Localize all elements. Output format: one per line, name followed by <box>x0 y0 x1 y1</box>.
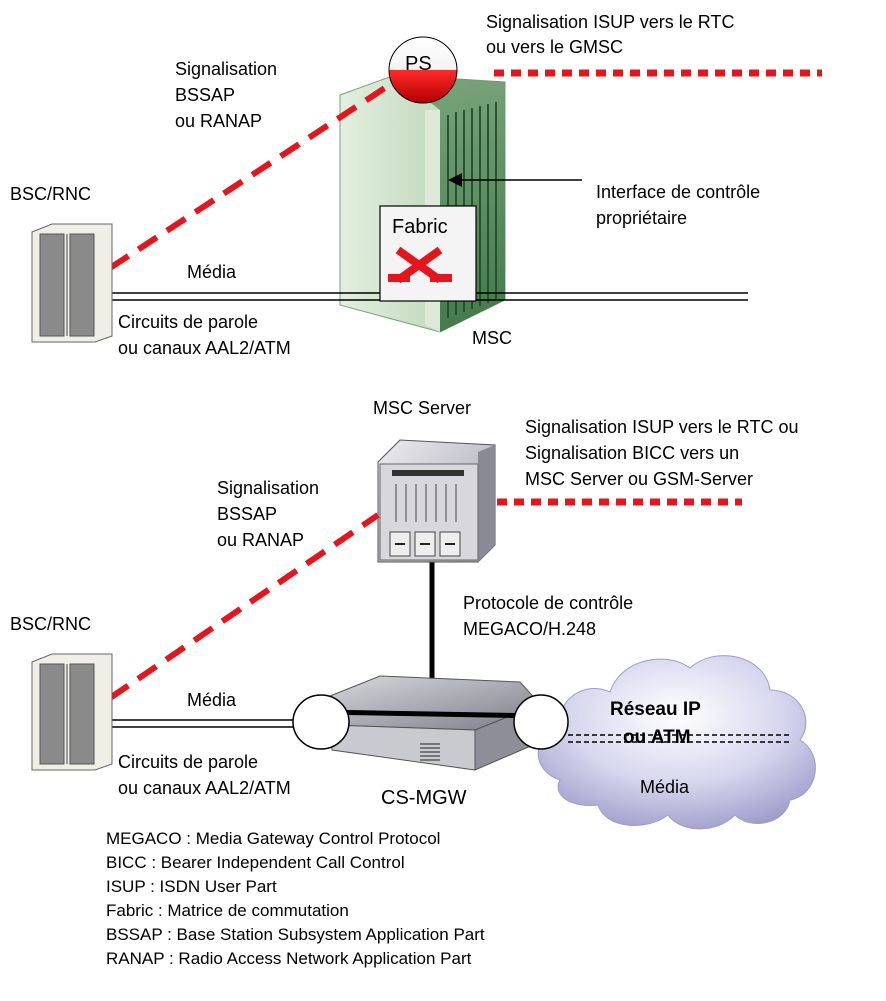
interface-arrow <box>448 173 582 187</box>
bottom-sig-right-2: Signalisation BICC vers un <box>525 443 739 463</box>
legend-item: BICC : Bearer Independent Call Control <box>106 853 405 872</box>
msc-server <box>377 439 496 563</box>
mgw-label: CS-MGW <box>381 787 467 809</box>
top-sig-label-3: ou RANAP <box>175 111 262 131</box>
bottom-sig-label-2: BSSAP <box>217 504 277 524</box>
bottom-media-link <box>110 719 298 728</box>
bottom-bssap-signalling <box>108 512 380 701</box>
legend-item: BSSAP : Base Station Subsystem Applicati… <box>106 925 485 944</box>
top-isup-label-1: Signalisation ISUP vers le RTC <box>486 12 734 32</box>
top-media-label: Média <box>187 262 237 282</box>
bottom-sig-label-1: Signalisation <box>217 478 319 498</box>
legend-item: Fabric : Matrice de commutation <box>106 901 349 920</box>
top-sig-label-2: BSSAP <box>175 85 235 105</box>
protocol-label-2: MEGACO/H.248 <box>463 619 596 639</box>
bottom-circuits-label-1: Circuits de parole <box>118 752 258 772</box>
server-label: MSC Server <box>373 398 471 418</box>
top-circuits-label-1: Circuits de parole <box>118 312 258 332</box>
abbreviation-legend: MEGACO : Media Gateway Control Protocol … <box>106 829 485 968</box>
bottom-bsc-label: BSC/RNC <box>10 614 91 634</box>
fabric-label: Fabric <box>392 216 448 238</box>
top-bssap-signalling <box>108 79 396 271</box>
top-circuits-label-2: ou canaux AAL2/ATM <box>118 338 291 358</box>
fabric-box: Fabric <box>379 205 477 302</box>
top-isup-label-2: ou vers le GMSC <box>486 37 623 57</box>
legend-item: ISUP : ISDN User Part <box>106 877 277 896</box>
interface-label-1: Interface de contrôle <box>596 182 760 202</box>
msc-label: MSC <box>472 328 512 348</box>
mgw-port-left <box>292 694 350 750</box>
cloud-label-1: Réseau IP <box>610 699 701 720</box>
ps-label: PS <box>405 53 432 75</box>
cloud-media-link <box>568 734 790 743</box>
cloud-media-label: Média <box>640 777 690 797</box>
fabric-cross-icon <box>388 246 452 284</box>
cs-mgw-gateway <box>319 675 541 771</box>
bottom-sig-label-3: ou RANAP <box>217 530 304 550</box>
bsc-rnc-cabinet-bottom <box>31 653 113 771</box>
bottom-sig-right-1: Signalisation ISUP vers le RTC ou <box>525 417 798 437</box>
protocol-label-1: Protocole de contrôle <box>463 593 633 613</box>
bottom-media-label: Média <box>187 690 237 710</box>
legend-item: MEGACO : Media Gateway Control Protocol <box>106 829 440 848</box>
top-sig-label-1: Signalisation <box>175 59 277 79</box>
legend-item: RANAP : Radio Access Network Application… <box>106 949 472 968</box>
bottom-circuits-label-2: ou canaux AAL2/ATM <box>118 778 291 798</box>
mgw-port-right <box>513 694 569 750</box>
bsc-rnc-cabinet-top <box>31 223 113 343</box>
ps-signalling-point: PS <box>388 36 458 104</box>
interface-label-2: propriétaire <box>596 208 687 228</box>
bottom-sig-right-3: MSC Server ou GSM-Server <box>525 469 753 489</box>
cloud-label-2: ou ATM <box>623 727 691 748</box>
top-bsc-label: BSC/RNC <box>10 184 91 204</box>
